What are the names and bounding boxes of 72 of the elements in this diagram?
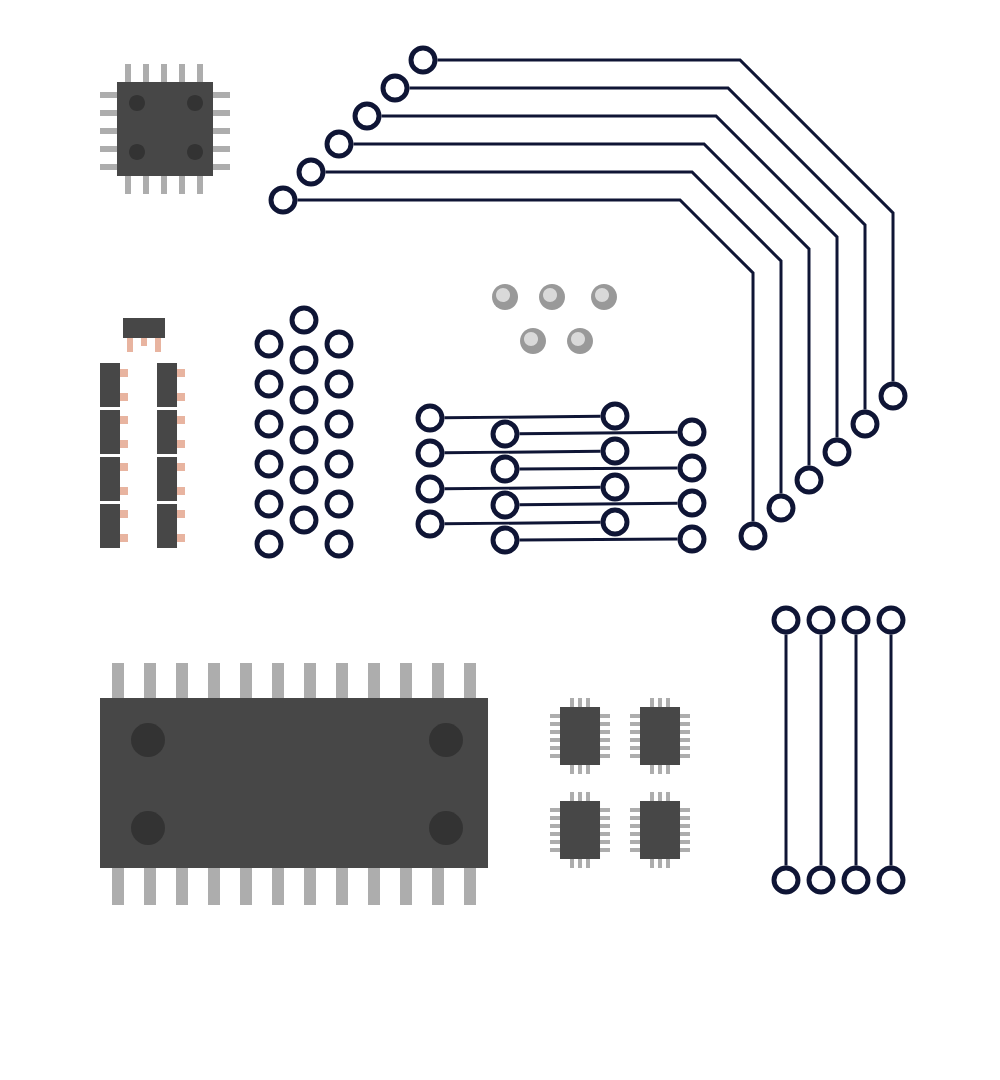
circuit-trace [444,449,601,455]
solder-pad [677,417,707,447]
solder-pad [352,101,382,131]
solder-pad [415,474,445,504]
solder-pad [806,865,836,895]
solder-pad [822,437,852,467]
solder-pad [600,507,630,537]
solder-pad [324,329,354,359]
solder-pad [841,865,871,895]
solder-pad [876,865,906,895]
solder-pad [771,865,801,895]
solder-pad [380,73,410,103]
solder-pad [324,129,354,159]
solder-pad [841,605,871,635]
circuit-trace [519,501,678,507]
solder-pad [677,524,707,554]
circuit-trace [444,520,601,526]
solder-pad [738,521,768,551]
solder-pad [490,419,520,449]
solder-pad [850,409,880,439]
solder-pad [289,505,319,535]
solder-pad [766,493,796,523]
circuit-trace [325,170,783,494]
circuit-trace [444,414,601,420]
circuit-trace [889,634,893,866]
circuit-trace [444,485,601,491]
solder-pad [415,438,445,468]
solder-pad [289,465,319,495]
solder-pad [268,185,298,215]
solder-pad [254,409,284,439]
solder-pad [794,465,824,495]
circuit-trace [353,142,811,466]
solder-pad [289,305,319,335]
solder-pad [415,509,445,539]
solder-pad [254,329,284,359]
solder-pad [289,345,319,375]
solder-pad [324,529,354,559]
circuit-trace [819,634,823,866]
solder-pad [600,472,630,502]
solder-pad [324,449,354,479]
solder-pad [677,488,707,518]
circuit-trace [519,466,678,471]
circuit-trace [784,634,788,866]
solder-pad [254,529,284,559]
solder-pad [296,157,326,187]
solder-pad [878,381,908,411]
circuit-trace [519,430,678,436]
circuit-trace [519,537,678,542]
solder-pad [324,409,354,439]
solder-pad [490,525,520,555]
solder-pad [677,453,707,483]
circuit-trace [437,58,895,382]
circuit-trace [381,114,839,438]
solder-pad [600,401,630,431]
circuit-trace [297,198,755,522]
solder-pad [490,490,520,520]
solder-pad [289,425,319,455]
solder-pad [490,454,520,484]
solder-pad [876,605,906,635]
circuit-trace [854,634,858,866]
solder-pad [408,45,438,75]
solder-pad [415,403,445,433]
solder-pad [806,605,836,635]
solder-pad [600,436,630,466]
circuit-trace [409,86,867,410]
solder-pad [254,489,284,519]
solder-pad [254,369,284,399]
solder-pad [324,489,354,519]
solder-pad [324,369,354,399]
solder-pad [289,385,319,415]
solder-pad [254,449,284,479]
solder-pad [771,605,801,635]
